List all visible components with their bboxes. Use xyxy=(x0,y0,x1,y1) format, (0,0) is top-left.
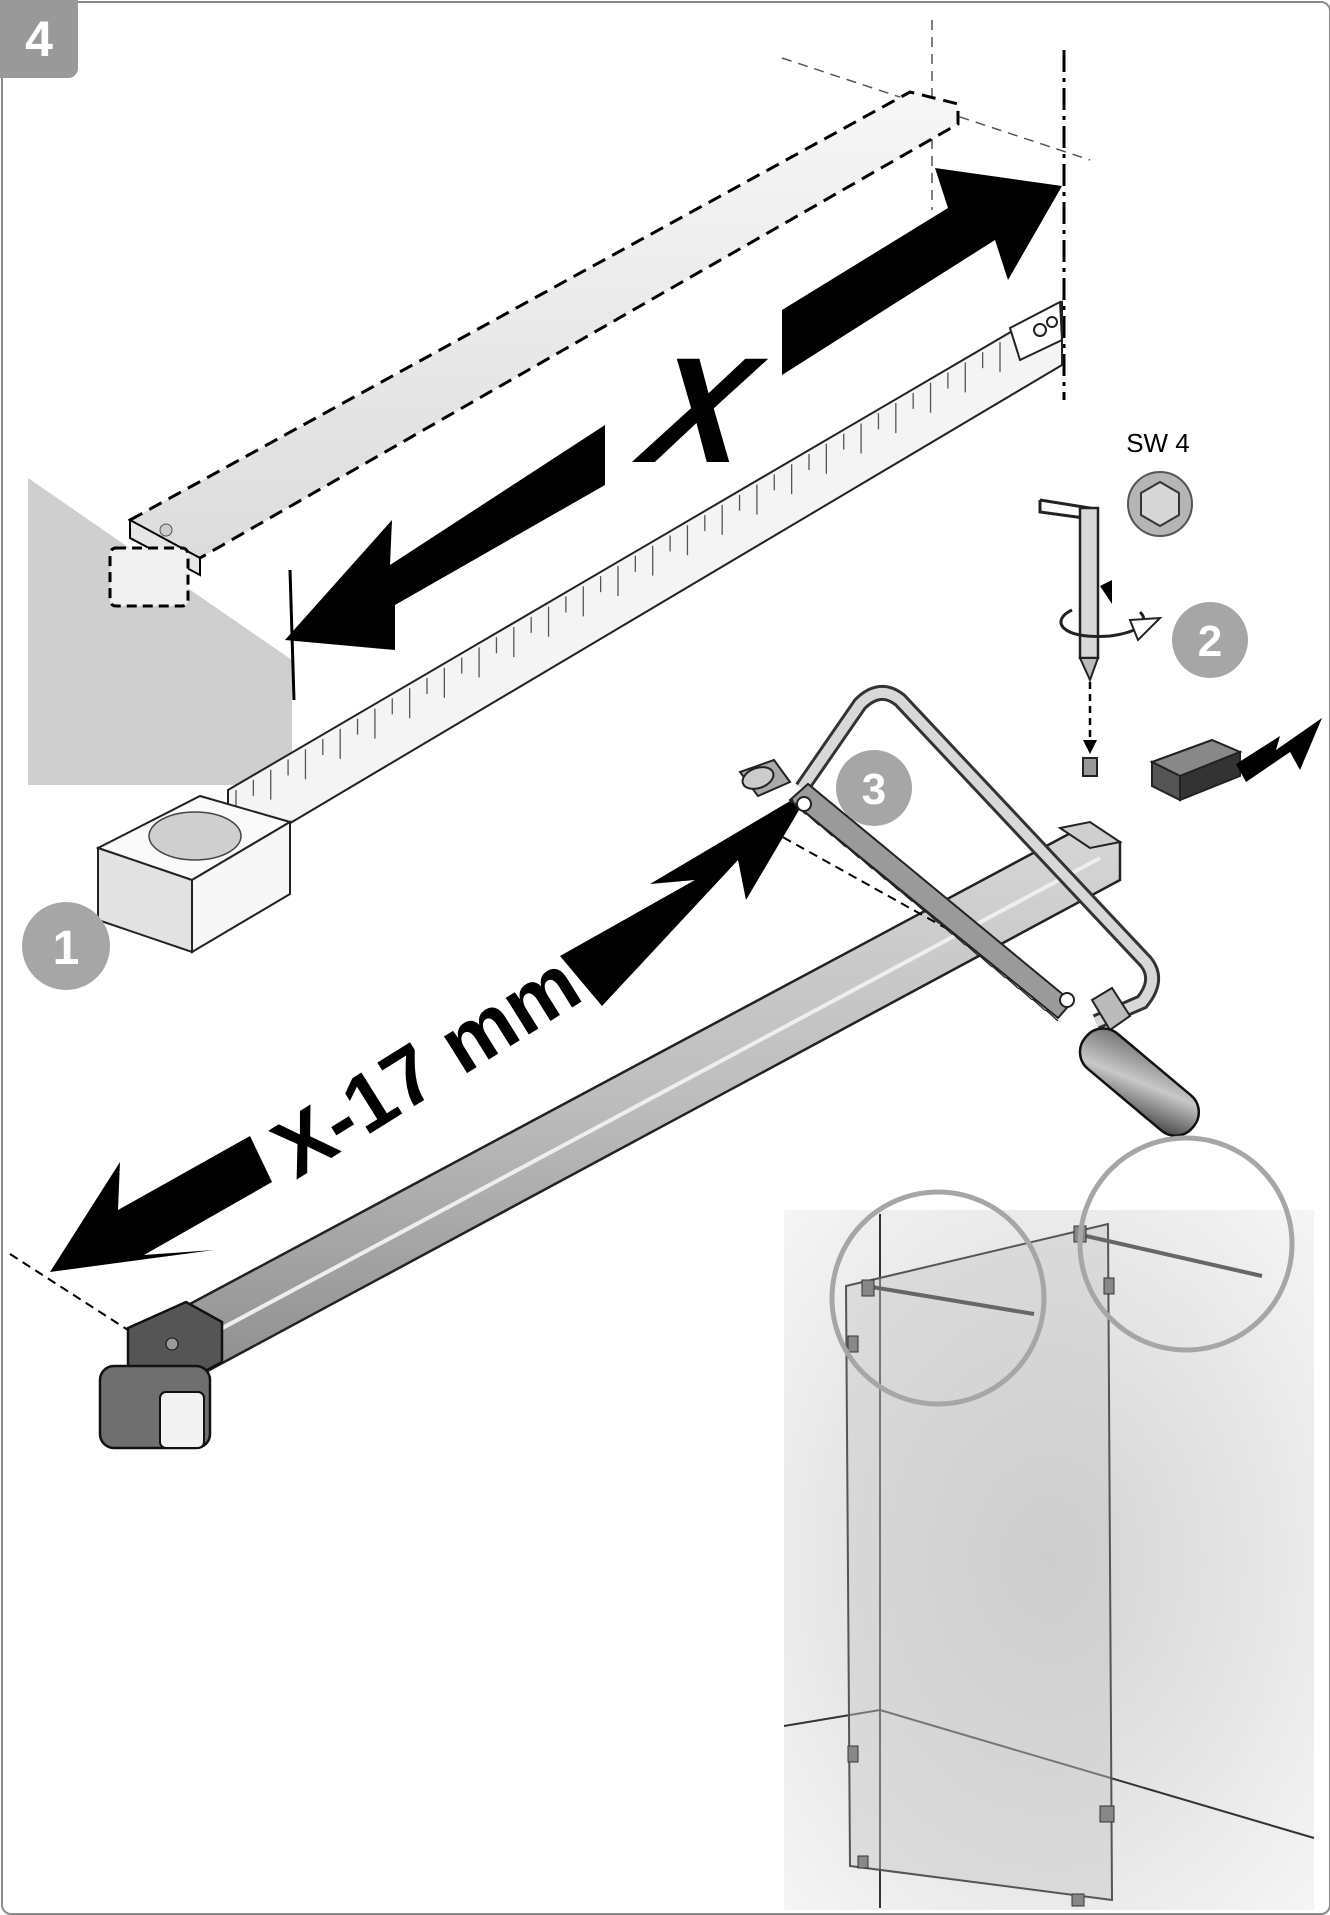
detail-circle-right xyxy=(1077,1135,1295,1353)
shower-panel-scene xyxy=(783,1135,1315,1910)
hacksaw xyxy=(738,685,1201,1137)
callout-2: 2 xyxy=(1172,602,1248,678)
tape-measure-housing xyxy=(95,794,293,954)
step-number-badge: 4 xyxy=(0,0,78,78)
profile-end-bracket xyxy=(98,1300,224,1450)
x-arrow-left xyxy=(285,425,605,650)
svg-text:3: 3 xyxy=(862,765,886,814)
svg-text:2: 2 xyxy=(1198,617,1222,666)
hex-size-badge: SW 4 xyxy=(1126,428,1193,537)
cut-dimension xyxy=(9,788,961,1331)
x-arrow-right xyxy=(782,168,1062,375)
x-dimension-label: X xyxy=(625,328,775,495)
svg-text:1: 1 xyxy=(53,922,80,975)
detail-circle-left xyxy=(829,1189,1047,1407)
cut-arrow-right xyxy=(560,788,812,1006)
end-cap-arrow xyxy=(1236,718,1322,782)
hex-key-size-label: SW 4 xyxy=(1126,428,1190,458)
glass-panel xyxy=(844,1222,1114,1902)
cut-arrow-left xyxy=(50,1136,272,1272)
callout-1: 1 xyxy=(22,902,110,990)
hex-key xyxy=(1038,498,1163,777)
callout-3: 3 xyxy=(836,750,912,826)
x-dimension-arrows xyxy=(285,168,1062,701)
top-wall-profile xyxy=(108,90,960,608)
wall-surface xyxy=(28,478,292,785)
end-cap xyxy=(1149,718,1322,802)
